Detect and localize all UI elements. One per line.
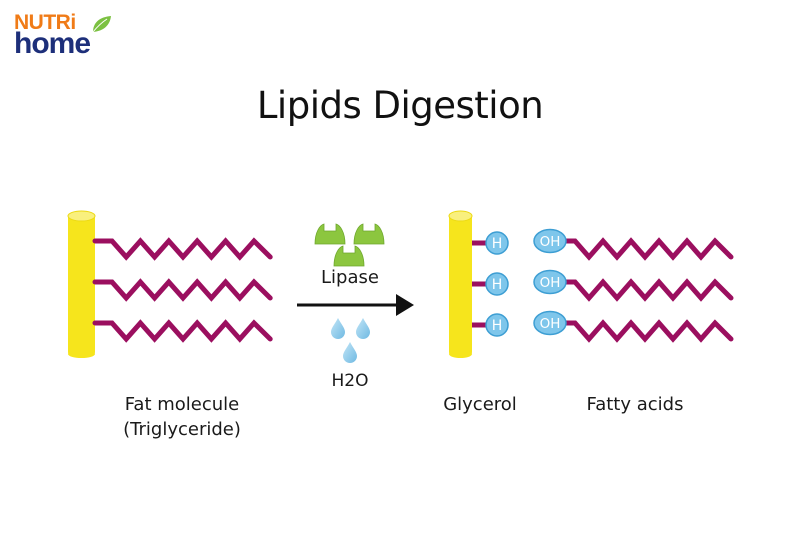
backbone-cap-left: [67, 210, 96, 222]
fatty-acid-chain: [560, 278, 734, 302]
hydroxyl-symbol: OH: [540, 316, 561, 332]
nutrihome-logo: NUTRi home: [14, 12, 114, 62]
hydrogen-symbol: H: [492, 236, 503, 252]
fatty-acid-chain: [92, 278, 273, 302]
backbone-base-left: [68, 350, 95, 358]
free-fatty-acid: OH: [533, 310, 734, 343]
water-drop-icon: [331, 318, 345, 339]
reaction-conditions: [297, 223, 414, 363]
hydrogen-group: H: [472, 313, 509, 337]
logo-text-nutri: NUTRi: [14, 11, 76, 34]
hydroxyl-symbol: OH: [540, 234, 561, 250]
diagram-title: Lipids Digestion: [256, 84, 544, 127]
hydrogen-symbol: H: [492, 318, 503, 334]
hydroxyl-group: [533, 228, 567, 254]
water-drop-icon: [343, 342, 357, 363]
backbone-cap-right: [448, 210, 473, 222]
fatty-acid-chain: [92, 237, 273, 261]
lipase-enzyme-icon: [314, 223, 346, 245]
water-drop-icon: [356, 318, 370, 339]
leaf-icon: [92, 16, 111, 33]
hydroxyl-group: [533, 310, 567, 336]
glycerol-backbone-left: [68, 216, 95, 354]
free-fatty-acid: OH: [533, 269, 734, 302]
lipase-enzyme-icon: [353, 223, 385, 245]
lipase-label: Lipase: [321, 267, 379, 288]
lipase-enzyme-icon: [333, 245, 365, 267]
glycerol-backbone-right: [449, 216, 472, 354]
hydroxyl-group: [533, 269, 567, 295]
fatty-acids-label: Fatty acids: [586, 394, 684, 415]
fatty-acid-chain: [560, 237, 734, 261]
label-fat-molecule: Fat molecule: [124, 394, 240, 415]
fatty-acid-chain: [92, 319, 273, 343]
logo-text-home: home: [14, 27, 91, 60]
hydrogen-group: H: [472, 272, 509, 296]
triglyceride-label: Fat molecule (Triglyceride): [92, 392, 272, 442]
triglyceride-molecule: [67, 210, 273, 358]
hydrogen-symbol: H: [492, 277, 503, 293]
hydrogen-group: H: [472, 231, 509, 255]
glycerol-product: H H H: [448, 210, 509, 358]
backbone-base-right: [449, 350, 472, 358]
free-fatty-acid: OH: [533, 228, 734, 261]
glycerol-label: Glycerol: [443, 394, 517, 415]
label-triglyceride: (Triglyceride): [123, 419, 241, 440]
water-label: H2O: [331, 371, 369, 391]
fatty-acid-chain: [560, 319, 734, 343]
reaction-arrow-head: [396, 294, 414, 316]
hydroxyl-symbol: OH: [540, 275, 561, 291]
fatty-acids-product: OH OH OH: [533, 228, 734, 343]
